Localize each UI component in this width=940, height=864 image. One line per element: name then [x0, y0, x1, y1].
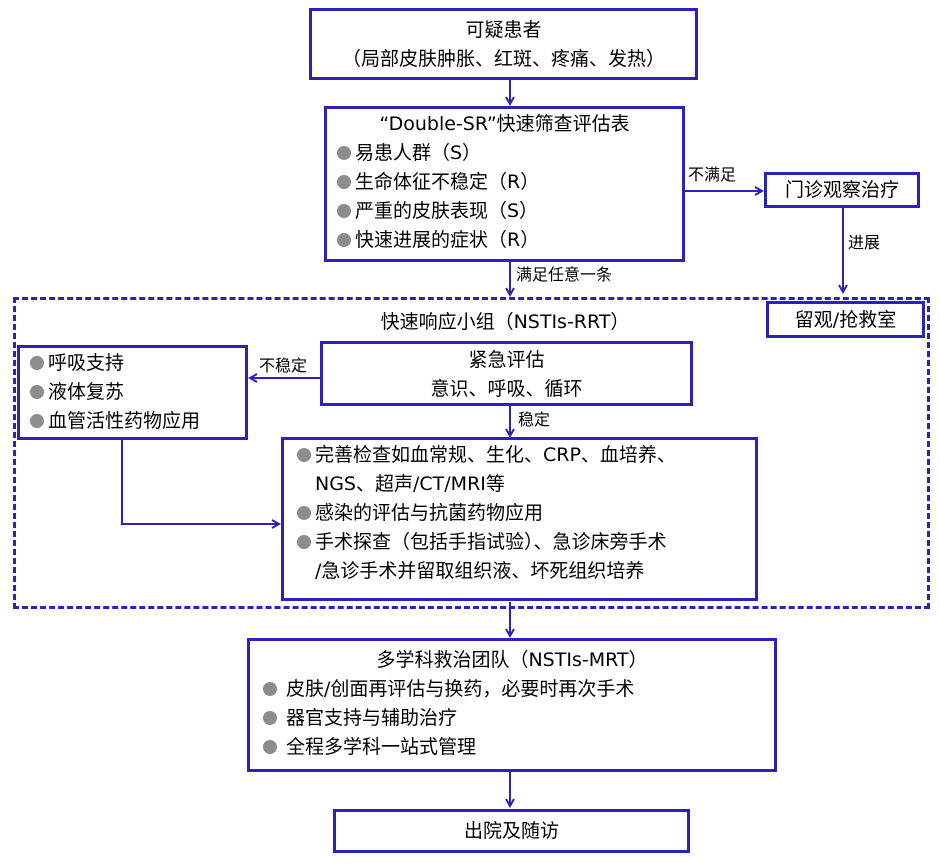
bullet-icon: [263, 682, 277, 696]
node-outpatient: 门诊观察治疗: [764, 172, 920, 208]
workup-item-continuation: /急诊手术并留取组织液、坏死组织培养: [315, 560, 645, 582]
node-screening: “Double-SR”快速筛查评估表 易患人群（S） 生命体征不稳定（R） 严重…: [324, 106, 685, 262]
workup-item: 手术探查（包括手指试验）、急诊床旁手术: [297, 528, 755, 557]
bullet-icon: [337, 233, 351, 247]
rrt-title: 快速响应小组（NSTIs-RRT）: [380, 311, 630, 333]
node-observation-room: 留观/抢救室: [766, 301, 925, 338]
edge-label-unstable: 不稳定: [259, 356, 308, 375]
bullet-icon: [30, 414, 44, 428]
mrt-item: 器官支持与辅助治疗: [263, 704, 774, 733]
rrt-region: [13, 297, 930, 609]
edge-support-to-workup: [121, 440, 279, 524]
mrt-item: 皮肤/创面再评估与换药，必要时再次手术: [263, 675, 774, 704]
node-workup: 完善检查如血常规、生化、CRP、血培养、 NGS、超声/CT/MRI等 感染的评…: [281, 437, 758, 601]
support-item: 呼吸支持: [30, 349, 245, 378]
screening-item: 易患人群（S）: [337, 139, 682, 168]
workup-item-continuation: NGS、超声/CT/MRI等: [315, 473, 505, 495]
bullet-icon: [263, 740, 277, 754]
mrt-item: 全程多学科一站式管理: [263, 733, 774, 762]
support-item: 液体复苏: [30, 378, 245, 407]
emergency-eval-title: 紧急评估: [468, 349, 545, 371]
node-discharge: 出院及随访: [333, 809, 690, 853]
bullet-icon: [337, 146, 351, 160]
node-emergency-eval: 紧急评估 意识、呼吸、循环: [320, 341, 693, 406]
screening-item: 快速进展的症状（R）: [337, 226, 682, 255]
emergency-eval-subtitle: 意识、呼吸、循环: [430, 378, 583, 400]
screening-item: 生命体征不稳定（R）: [337, 168, 682, 197]
edge-label-any-met: 满足任意一条: [516, 265, 613, 284]
bullet-icon: [30, 356, 44, 370]
edge-label-progress: 进展: [848, 233, 881, 252]
screening-title: “Double-SR”快速筛查评估表: [379, 113, 630, 135]
bullet-icon: [297, 506, 311, 520]
node-suspected-patient: 可疑患者 （局部皮肤肿胀、红斑、疼痛、发热）: [309, 8, 698, 80]
node-support: 呼吸支持 液体复苏 血管活性药物应用: [17, 345, 248, 440]
bullet-icon: [337, 204, 351, 218]
workup-item: 感染的评估与抗菌药物应用: [297, 499, 755, 528]
node-mrt: 多学科救治团队（NSTIs-MRT） 皮肤/创面再评估与换药，必要时再次手术 器…: [247, 638, 777, 772]
discharge-title: 出院及随访: [463, 820, 559, 842]
workup-item: 完善检查如血常规、生化、CRP、血培养、: [297, 441, 755, 470]
suspected-subtitle: （局部皮肤肿胀、红斑、疼痛、发热）: [341, 48, 665, 70]
edge-label-not-met: 不满足: [688, 165, 737, 184]
outpatient-title: 门诊观察治疗: [784, 179, 899, 201]
support-item: 血管活性药物应用: [30, 407, 245, 436]
screening-item: 严重的皮肤表现（S）: [337, 197, 682, 226]
bullet-icon: [337, 175, 351, 189]
mrt-title: 多学科救治团队（NSTIs-MRT）: [376, 649, 648, 671]
observation-room-title: 留观/抢救室: [794, 309, 897, 331]
bullet-icon: [263, 711, 277, 725]
edge-label-stable: 稳定: [518, 410, 551, 429]
bullet-icon: [297, 535, 311, 549]
bullet-icon: [30, 385, 44, 399]
suspected-title: 可疑患者: [465, 19, 542, 41]
bullet-icon: [297, 448, 311, 462]
